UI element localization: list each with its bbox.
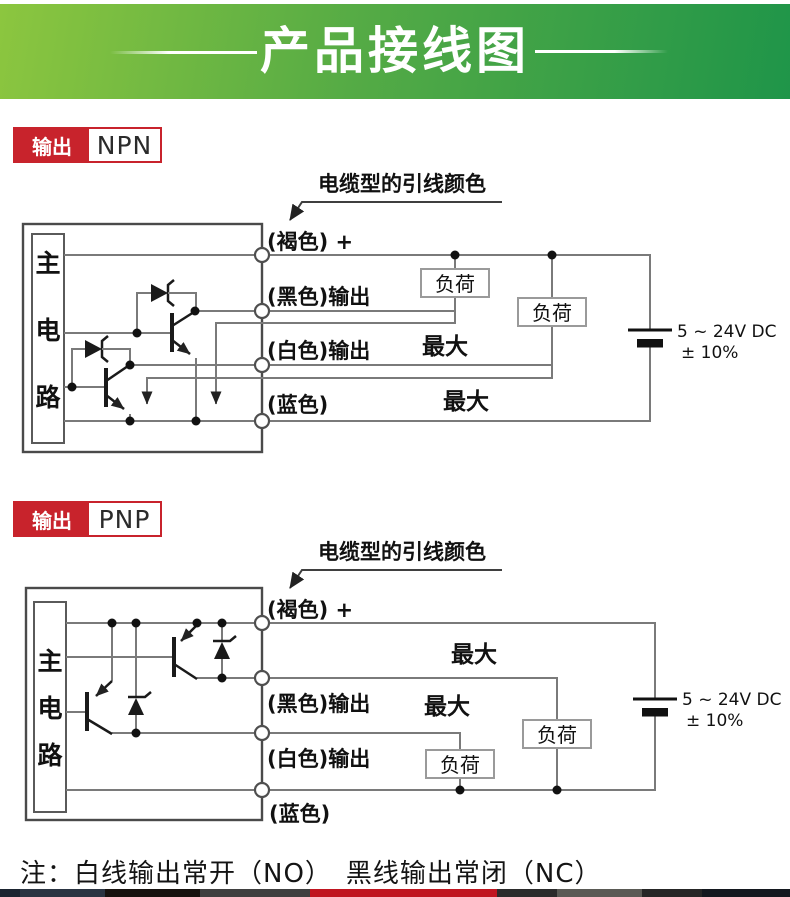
wire-label-blue: (蓝色) [267,393,328,417]
svg-text:主: 主 [35,249,60,278]
max-label-white: 最大 [443,389,489,415]
wire-label-black: (黑色)输出 [267,692,370,716]
banner-divider-right [535,50,668,53]
wire-black [197,677,558,790]
npn-zener-1 [136,279,197,333]
max-label-black: 最大 [422,334,468,360]
npn-transistor-1 [170,310,197,421]
terminal-black [253,669,271,687]
svg-text:电: 电 [37,694,62,723]
wire-white [130,255,553,366]
terminal-brown [253,246,271,264]
npn-battery [628,328,672,348]
wire-label-brown: (褐色) + [267,230,353,254]
pnp-output-tag: 输出 PNP [13,501,162,537]
base-wires [66,656,174,713]
load-box-2 [517,297,587,327]
output-type-npn: NPN [96,130,153,160]
load-label: 负荷 [532,301,572,325]
pnp-battery [633,697,677,717]
pnp-transistor-2 [85,623,113,736]
strip-segment [0,889,20,897]
banner-divider-left [110,51,257,54]
load-box-2 [425,749,495,779]
supply-voltage-label: 5 ~ 24V DC [677,322,777,342]
wire-label-white: (白色)输出 [267,339,370,363]
svg-text:路: 路 [35,383,61,412]
banner: 产品接线图 [0,4,790,99]
terminal-blue [253,781,271,799]
max-label-black: 最大 [451,642,497,668]
strip-segment [310,889,497,897]
npn-output-tag: 输出 NPN [13,127,162,163]
svg-text:路: 路 [37,741,63,770]
pnp-transistor-1 [172,624,198,681]
svg-text:主: 主 [37,647,62,676]
pnp-zener-2 [128,623,152,733]
npn-diagram: 电缆型的引线颜色 主 电 路 [21,172,777,454]
wire-label-blue: (蓝色) [269,802,330,826]
bottom-photo-strip [0,889,790,897]
terminal-white [253,356,271,374]
output-type-pnp: PNP [98,504,151,534]
strip-segment [557,889,642,897]
npn-transistor-2 [104,364,131,421]
strip-segment [20,889,105,897]
footnote: 注：白线输出常开（NO） 黑线输出常闭（NC） [20,859,602,889]
load-box-1 [420,268,490,298]
page-title: 产品接线图 [260,22,530,80]
supply-tolerance-label: ± 10% [681,343,738,363]
wire-label-brown: (褐色) + [267,598,353,622]
load-label: 负荷 [440,753,480,777]
strip-segment [702,889,790,897]
wire-label-black: (黑色)输出 [267,285,370,309]
sensor-outline [24,586,264,822]
strip-segment [497,889,557,897]
current-arrow-black [210,311,456,405]
main-circuit-box [31,233,65,444]
wire-brown [66,622,656,699]
output-tag-label: 输出 [15,503,89,535]
main-circuit-label: 主 电 路 [37,647,63,770]
cable-color-note: 电缆型的引线颜色 [318,172,486,196]
supply-tolerance-label: ± 10% [686,711,743,731]
load-label: 负荷 [537,723,577,747]
cable-note-arrow [289,569,502,589]
strip-segment [200,889,310,897]
cable-color-note: 电缆型的引线颜色 [318,540,486,564]
npn-zener-2 [71,335,131,387]
supply-voltage-label: 5 ~ 24V DC [682,690,782,710]
pnp-diagram: 电缆型的引线颜色 主 电 路 [24,540,782,826]
current-arrow-white [141,365,553,405]
strip-segment [642,889,702,897]
load-box-1 [522,719,592,749]
pnp-zener-1 [213,623,237,678]
load-label: 负荷 [435,272,475,296]
terminal-blue [253,412,271,430]
junction-dots [107,618,562,795]
svg-text:电: 电 [35,316,60,345]
main-circuit-label: 主 电 路 [35,249,61,412]
terminal-black [253,302,271,320]
sensor-outline [21,222,264,454]
max-label-white: 最大 [424,694,470,720]
terminal-brown [253,614,271,632]
main-circuit-box [33,601,67,813]
junction-dots [67,250,557,426]
wire-label-white: (白色)输出 [267,747,370,771]
strip-segment [105,889,200,897]
cable-note-arrow [289,201,502,221]
output-tag-label: 输出 [15,129,89,161]
terminal-white [253,724,271,742]
